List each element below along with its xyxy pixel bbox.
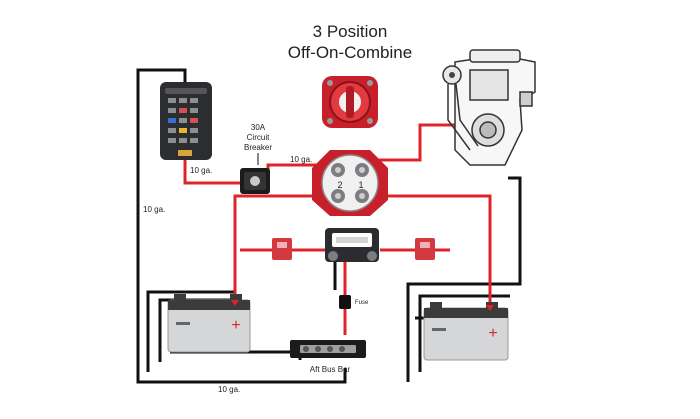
breaker-word2-label: Breaker xyxy=(244,143,272,152)
switch-pos-2-label: 2 xyxy=(337,180,342,190)
gauge-bottom-label: 10 ga. xyxy=(218,385,240,394)
bus-fuse: Fuse xyxy=(339,295,369,309)
fuse-block xyxy=(160,82,212,160)
diagram-title-line1: 3 Position xyxy=(312,22,388,41)
inline-fuse-left xyxy=(272,238,292,260)
battery-right-plus: + xyxy=(488,325,497,342)
battery-switch-illustration xyxy=(322,76,378,128)
terminal-arrows xyxy=(231,300,494,311)
engine-illustration xyxy=(442,49,536,166)
bus-bar-label: Aft Bus Bar xyxy=(310,365,351,374)
battery-selector-switch: 2 1 xyxy=(312,150,388,216)
charging-relay xyxy=(325,228,379,262)
gauge-breaker-to-switch-label: 10 ga. xyxy=(290,155,312,164)
battery-left: + xyxy=(167,294,251,353)
switch-pos-1-label: 1 xyxy=(358,180,363,190)
breaker-word1-label: Circuit xyxy=(247,133,270,142)
battery-left-plus: + xyxy=(231,317,240,334)
battery-right: + xyxy=(423,302,509,361)
gauge-left-label: 10 ga. xyxy=(143,205,165,214)
fuse-label: Fuse xyxy=(355,300,369,306)
diagram-title-line2: Off-On-Combine xyxy=(287,43,413,62)
gauge-fuse-to-breaker-label: 10 ga. xyxy=(190,166,212,175)
inline-fuse-right xyxy=(415,238,435,260)
breaker-amps-label: 30A xyxy=(251,123,266,132)
circuit-breaker: 30A Circuit Breaker xyxy=(240,123,272,194)
aft-bus-bar: Aft Bus Bar xyxy=(290,340,366,374)
